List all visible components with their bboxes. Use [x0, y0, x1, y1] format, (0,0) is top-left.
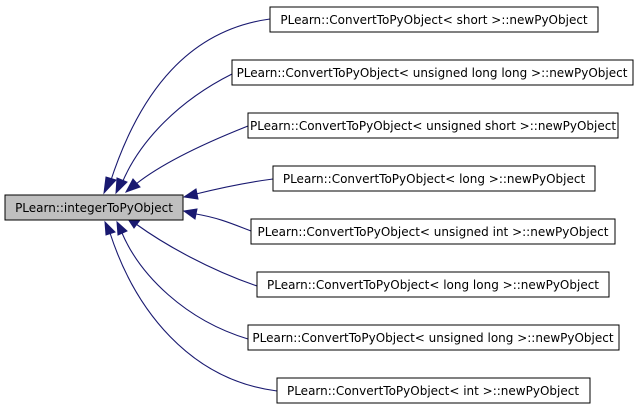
edge-unsigned-int-arrowhead [182, 208, 198, 220]
edge-unsigned-int [195, 213, 252, 232]
caller-node-label: PLearn::ConvertToPyObject< unsigned shor… [250, 119, 616, 133]
caller-node-unsigned-int[interactable]: PLearn::ConvertToPyObject< unsigned int … [250, 218, 616, 245]
edge-unsigned-long-long-arrowhead [115, 177, 128, 195]
caller-node-label: PLearn::ConvertToPyObject< unsigned long… [237, 66, 628, 80]
caller-node-unsigned-long[interactable]: PLearn::ConvertToPyObject< unsigned long… [247, 324, 620, 351]
edge-long-arrowhead [182, 188, 199, 200]
caller-node-short[interactable]: PLearn::ConvertToPyObject< short >::newP… [269, 6, 599, 33]
caller-node-unsigned-short[interactable]: PLearn::ConvertToPyObject< unsigned shor… [247, 112, 619, 139]
caller-node-label: PLearn::ConvertToPyObject< short >::newP… [280, 13, 588, 27]
caller-node-label: PLearn::ConvertToPyObject< int >::newPyO… [287, 384, 579, 398]
edge-unsigned-short [135, 125, 249, 185]
caller-node-box [247, 324, 620, 351]
caller-node-int[interactable]: PLearn::ConvertToPyObject< int >::newPyO… [276, 377, 591, 404]
edge-unsigned-short-arrowhead [124, 178, 141, 193]
caller-node-label: PLearn::ConvertToPyObject< unsigned long… [252, 331, 613, 345]
edge-short [109, 18, 271, 184]
edge-int-arrowhead [104, 220, 116, 236]
caller-node-box [247, 112, 619, 139]
caller-node-long[interactable]: PLearn::ConvertToPyObject< long >::newPy… [272, 165, 596, 192]
caller-node-label: PLearn::ConvertToPyObject< unsigned int … [258, 225, 609, 239]
edge-unsigned-long-long [121, 73, 233, 184]
caller-node-box [250, 218, 616, 245]
edge-unsigned-long-arrowhead [116, 220, 128, 236]
caller-node-box [269, 6, 599, 33]
caller-node-label: PLearn::ConvertToPyObject< long long >::… [267, 278, 599, 292]
focus-node-label: PLearn::integerToPyObject [15, 201, 173, 215]
caller-node-box [276, 377, 591, 404]
edge-unsigned-long [121, 232, 249, 340]
caller-node-box [272, 165, 596, 192]
focus-node-box [4, 194, 184, 221]
caller-node-long-long[interactable]: PLearn::ConvertToPyObject< long long >::… [256, 271, 610, 298]
caller-node-box [231, 59, 634, 86]
edge-int [109, 232, 278, 392]
caller-node-box [256, 271, 610, 298]
caller-node-unsigned-long-long[interactable]: PLearn::ConvertToPyObject< unsigned long… [231, 59, 634, 86]
edge-long [195, 178, 274, 195]
focus-node[interactable]: PLearn::integerToPyObject [4, 194, 184, 221]
edge-long-long [135, 223, 258, 287]
caller-node-label: PLearn::ConvertToPyObject< long >::newPy… [283, 172, 586, 186]
edge-short-arrowhead [103, 176, 117, 195]
